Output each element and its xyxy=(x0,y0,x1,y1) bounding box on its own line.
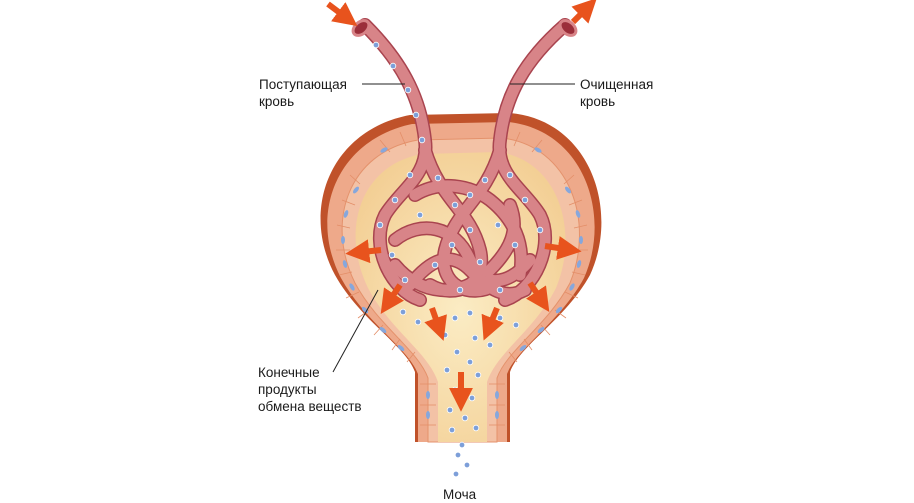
blood-particles xyxy=(372,41,544,294)
label-urine-text: Моча xyxy=(443,487,477,502)
label-cleaned-blood: Очищенная кровь xyxy=(580,76,653,110)
label-incoming-blood-line2: кровь xyxy=(259,94,295,109)
flow-arrows xyxy=(326,0,597,412)
filtration-arrow-lower-left xyxy=(380,283,404,314)
leader-waste-products xyxy=(332,289,379,373)
filtration-arrow-center-right xyxy=(481,306,504,341)
filtration-arrow-right xyxy=(544,236,582,260)
label-waste-products-line1: Конечные xyxy=(258,365,320,380)
filtration-arrow-lower-right xyxy=(526,281,550,312)
label-urine: Моча xyxy=(443,486,476,503)
label-cleaned-blood-line1: Очищенная xyxy=(580,77,654,92)
label-waste-products-line2: продукты xyxy=(258,382,317,397)
leader-lines xyxy=(332,83,575,373)
epithelial-cells xyxy=(336,131,588,426)
filtration-arrow-center-left xyxy=(424,307,447,341)
label-incoming-blood-line1: Поступающая xyxy=(259,77,347,92)
label-cleaned-blood-line2: кровь xyxy=(580,94,616,109)
outflow-arrow xyxy=(570,0,597,25)
label-waste-products-line3: обмена веществ xyxy=(258,399,362,414)
label-incoming-blood: Поступающая кровь xyxy=(259,76,347,110)
filtration-arrow-left xyxy=(345,239,382,264)
label-waste-products: Конечные продукты обмена веществ xyxy=(258,364,362,415)
inflow-arrow xyxy=(326,1,358,27)
